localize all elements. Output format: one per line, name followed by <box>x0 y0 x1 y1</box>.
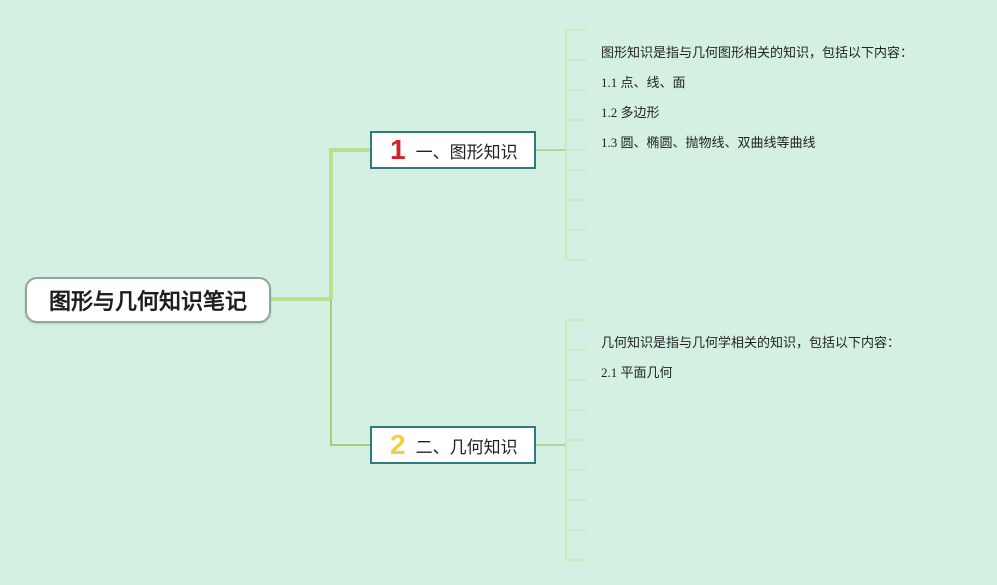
topic-node-2[interactable]: 2 二、几何知识 <box>370 426 536 464</box>
leaf-bracket-2 <box>565 319 586 561</box>
leaf-item-1-2[interactable]: 1.1 点、线、面 <box>601 75 686 90</box>
leaf-bracket-1 <box>565 29 586 261</box>
branch-connector-2 <box>330 299 370 446</box>
root-label: 图形与几何知识笔记 <box>48 290 247 315</box>
topic-label-2: 二、几何知识 <box>415 437 518 458</box>
leaf-item-1-1[interactable]: 图形知识是指与几何图形相关的知识，包括以下内容： <box>601 45 914 60</box>
topic-node-1[interactable]: 1 一、图形知识 <box>370 131 536 169</box>
leaf-item-2-2[interactable]: 2.1 平面几何 <box>601 365 673 380</box>
topic-label-1: 一、图形知识 <box>415 142 518 163</box>
root-node[interactable]: 图形与几何知识笔记 <box>25 277 271 323</box>
leaf-item-2-1[interactable]: 几何知识是指与几何学相关的知识，包括以下内容： <box>601 335 901 350</box>
topic-number-1: 1 <box>390 134 406 165</box>
leaf-item-1-3[interactable]: 1.2 多边形 <box>601 105 660 120</box>
branch-connector-1 <box>329 148 370 299</box>
leaf-item-1-4[interactable]: 1.3 圆、椭圆、抛物线、双曲线等曲线 <box>601 135 816 150</box>
topic-number-2: 2 <box>390 429 406 460</box>
